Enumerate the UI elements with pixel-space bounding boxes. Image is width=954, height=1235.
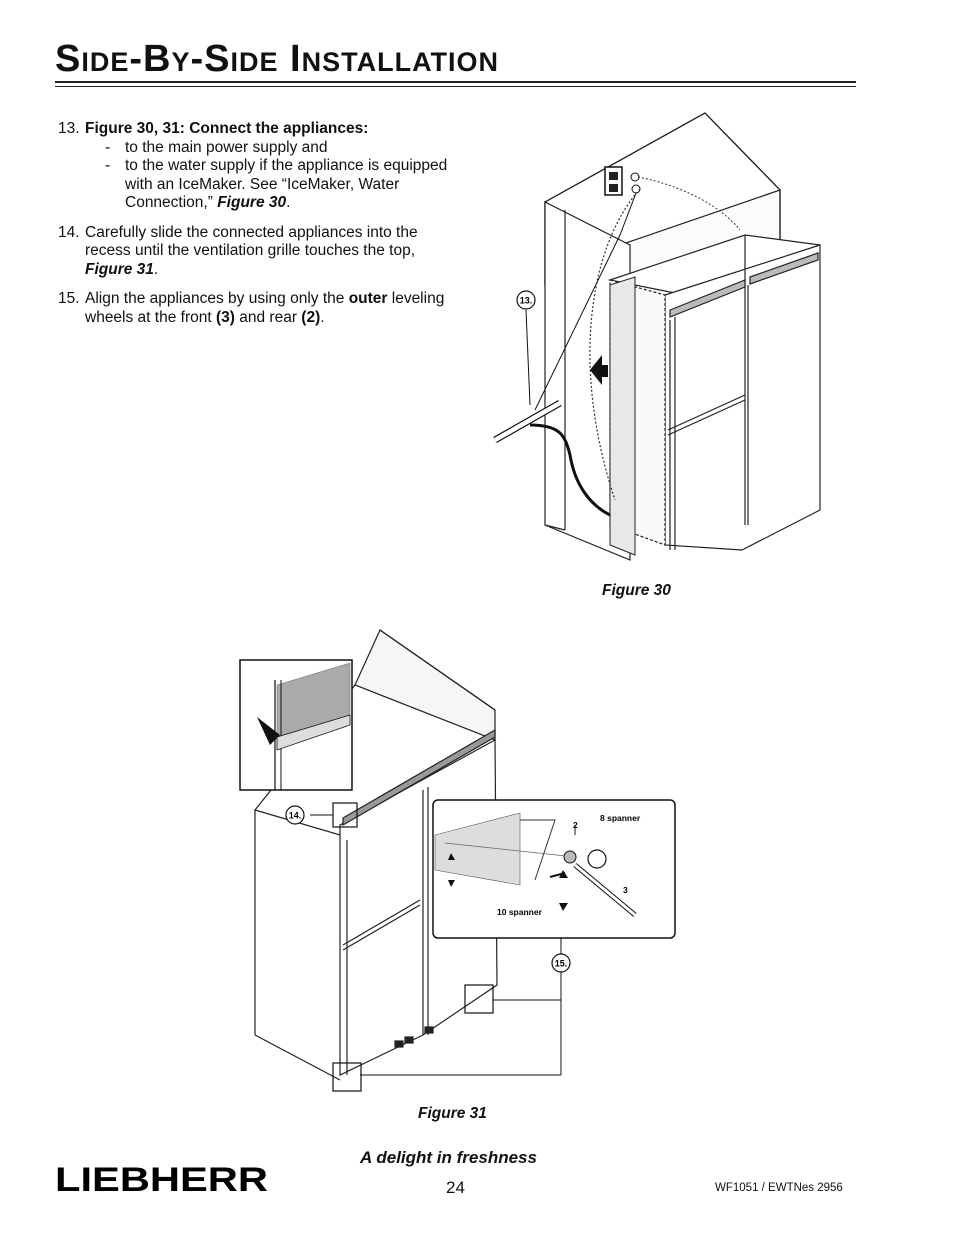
step-text: leveling wheels at the front (85, 290, 445, 326)
emphasis: (3) (215, 308, 235, 326)
document-id: WF1051 / EWTNes 2956 (715, 1182, 843, 1194)
sub-item: -to the main power supply and (105, 138, 328, 156)
emphasis: outer (348, 290, 388, 307)
callout-15: 15. (555, 959, 568, 969)
step-number: 13. (58, 120, 80, 137)
callout-13: 13. (520, 296, 533, 306)
label-8-spanner: 8 spanner (600, 813, 641, 823)
step-text: Carefully slide the connected appliances… (85, 223, 418, 260)
header-rule-thick (55, 81, 856, 83)
instruction-steps: 13. Figure 30, 31: Connect the appliance… (58, 120, 458, 338)
sub-item: -to the water supply if the appliance is… (105, 157, 448, 211)
step-13: 13. Figure 30, 31: Connect the appliance… (58, 120, 458, 213)
step-14: 14. Carefully slide the connected applia… (58, 223, 418, 278)
emphasis: (2) (301, 308, 321, 326)
step-text: Align the appliances by using only the (85, 290, 345, 307)
figure-ref: Figure 31 (85, 260, 154, 278)
header-rule-thin (55, 86, 856, 87)
figure-31-illustration: 14. 2 8 spanner 3 10 spanner 15. (239, 629, 676, 1092)
step-text: and rear (239, 308, 297, 326)
liebherr-logo: LIEBHERR (55, 1163, 268, 1195)
page-title: Side-By-Side Installation (55, 38, 500, 80)
figure-30-illustration: 13. (493, 112, 821, 561)
page-number: 24 (446, 1178, 465, 1197)
figure-31-caption: Figure 31 (418, 1105, 487, 1122)
sub-item-text: to the water supply if the appliance is … (125, 157, 448, 211)
step-number: 15. (58, 290, 80, 307)
sub-item-text: to the main power supply and (125, 138, 328, 156)
step-number: 14. (58, 223, 80, 241)
callout-14: 14. (289, 811, 302, 821)
step-15: 15. Align the appliances by using only t… (58, 290, 445, 326)
label-2: 2 (573, 820, 578, 830)
logo-wordmark: LIEBHERR (55, 1163, 268, 1195)
tagline: A delight in freshness (360, 1148, 537, 1167)
label-3: 3 (623, 885, 628, 895)
figure-ref: Figure 30 (217, 194, 287, 211)
step-title: Figure 30, 31: Connect the appliances: (85, 120, 369, 137)
label-10-spanner: 10 spanner (497, 907, 543, 917)
figure-30-caption: Figure 30 (602, 582, 671, 599)
